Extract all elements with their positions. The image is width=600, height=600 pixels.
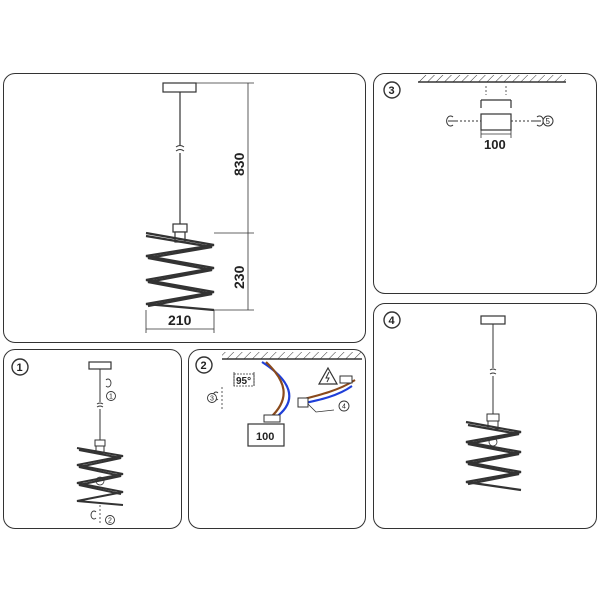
- step2-sub-a: 3: [210, 396, 214, 403]
- ceiling-canopy: [162, 82, 197, 93]
- step2-number: 2: [201, 360, 207, 372]
- cable-break-symbol: [175, 145, 185, 152]
- step4-number: 4: [389, 315, 396, 327]
- dim-height-shade: 230: [231, 265, 247, 289]
- step1-panel: [3, 349, 182, 529]
- step2-sub-b: 4: [342, 404, 346, 411]
- step2-angle: 95°: [236, 376, 251, 387]
- step3-diagram: 3 5 100: [383, 75, 566, 152]
- spiral-shade: [145, 231, 215, 312]
- step3-number: 3: [389, 85, 395, 97]
- dim-width-shade: 210: [168, 312, 192, 328]
- step2-box-width: 100: [256, 431, 274, 443]
- step2-diagram: 2 95° 3 4 100: [195, 352, 362, 447]
- lamp-socket: [172, 223, 188, 233]
- step1-sub-a: 1: [109, 394, 113, 401]
- step1-number: 1: [17, 362, 23, 374]
- overview-lamp: 830 230 210: [145, 82, 254, 333]
- step2-badge: [195, 356, 213, 374]
- rotate-left-icon: [446, 115, 454, 127]
- wire-brown: [265, 361, 285, 419]
- step1-canopy: [88, 361, 112, 370]
- step3-box-width: 100: [484, 137, 506, 152]
- step3-badge: [383, 81, 401, 99]
- step1-spiral-shade: [76, 447, 124, 506]
- step1-sub-b: 2: [108, 518, 112, 525]
- wire-blue: [261, 361, 291, 419]
- wire-connector: [339, 375, 353, 384]
- rotate-bulb-icon: [90, 510, 97, 520]
- step3-sub-a: 5: [546, 117, 551, 126]
- electric-warning-icon: [317, 366, 339, 385]
- step3-sub-badge: [542, 115, 554, 127]
- terminal-block: [263, 414, 281, 423]
- step1-badge: [11, 358, 29, 376]
- step1-diagram: 1 1 2: [11, 358, 124, 525]
- step4-spiral-shade: [465, 420, 522, 492]
- step4-diagram: 4: [383, 311, 522, 492]
- step3-panel: [373, 73, 597, 294]
- step2-canopy-box: [247, 423, 285, 447]
- canopy-box: [480, 113, 512, 131]
- step4-panel: [373, 303, 597, 529]
- step4-canopy: [480, 315, 506, 325]
- rotate-icon: [105, 378, 112, 388]
- step4-badge: [383, 311, 401, 329]
- dim-height-cable: 830: [231, 152, 247, 176]
